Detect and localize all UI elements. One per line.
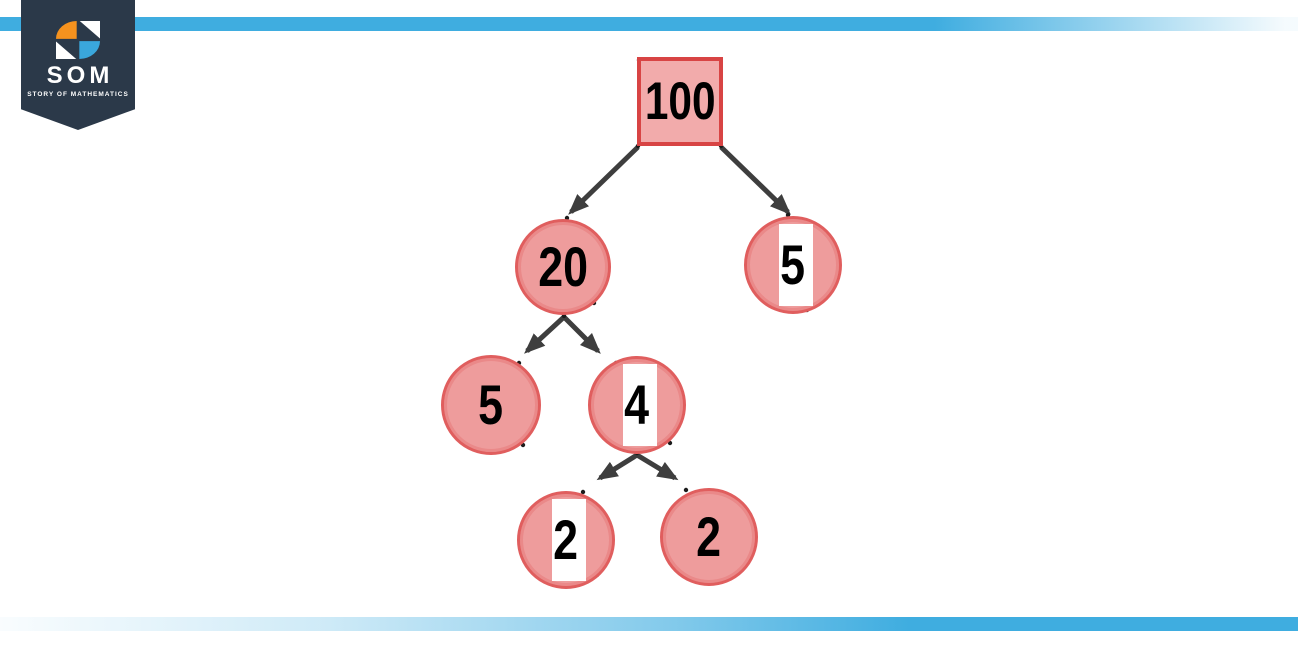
tree-node-2: 2 bbox=[660, 488, 758, 586]
brand-name: SOM bbox=[46, 62, 114, 89]
tree-node-5: 5 bbox=[441, 355, 541, 455]
node-value: 5 bbox=[478, 373, 504, 436]
node-value: 2 bbox=[696, 505, 722, 568]
tree-node-20: 20 bbox=[515, 219, 611, 315]
brand-banner: SOM STORY OF MATHEMATICS bbox=[21, 0, 135, 130]
tree-node-2: 2 bbox=[517, 491, 615, 589]
highlight-stripe bbox=[552, 499, 586, 581]
highlight-stripe bbox=[779, 224, 813, 306]
brand-tagline: STORY OF MATHEMATICS bbox=[27, 91, 129, 98]
highlight-stripe bbox=[623, 364, 657, 446]
tree-node-4: 4 bbox=[588, 356, 686, 454]
tree-node-5: 5 bbox=[744, 216, 842, 314]
node-value: 2 bbox=[553, 508, 579, 571]
tree-node-100: 100 bbox=[637, 56, 723, 146]
som-logo-icon bbox=[56, 21, 100, 59]
node-value: 100 bbox=[644, 71, 716, 131]
top-accent-bar bbox=[0, 17, 1298, 31]
node-value: 5 bbox=[780, 233, 806, 296]
node-value: 20 bbox=[538, 235, 588, 298]
node-value: 4 bbox=[624, 373, 650, 436]
bottom-accent-bar bbox=[0, 617, 1298, 631]
